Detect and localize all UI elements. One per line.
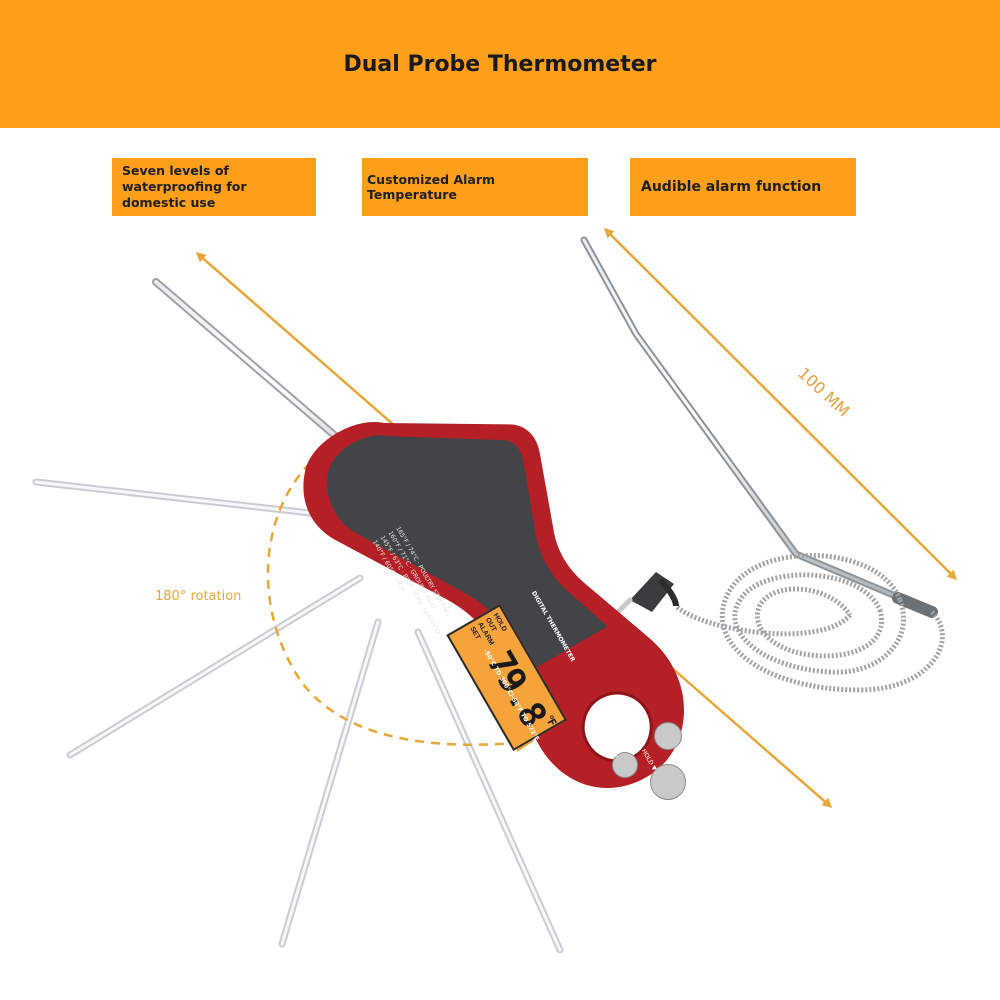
feature-alarm-temperature-label: Customized Alarm Temperature: [367, 172, 496, 202]
lcd-modes: HOLD OUT ALARM SET: [467, 612, 511, 652]
feature-audible-alarm-label: Audible alarm function: [641, 179, 822, 195]
feature-alarm-temperature: Customized Alarm Temperature: [362, 158, 588, 216]
title-banner: Dual Probe Thermometer: [0, 0, 1000, 128]
thermometer-body: [303, 421, 684, 789]
probe-dimension-arrow: [603, 227, 958, 581]
feature-audible-alarm: Audible alarm function: [630, 158, 856, 216]
cal-up-button[interactable]: [654, 722, 682, 750]
probe-handle: [892, 592, 938, 618]
probe-length-label: 100 MM: [794, 363, 853, 420]
feature-waterproof-label: Seven levels of waterproofing for domest…: [122, 163, 247, 210]
display-panel: [327, 435, 608, 676]
page-title: Dual Probe Thermometer: [343, 51, 657, 77]
alarm-set-button[interactable]: [612, 752, 638, 778]
braided-cable: [674, 553, 945, 693]
feature-waterproof: Seven levels of waterproofing for domest…: [112, 158, 316, 216]
rotation-label: 180° rotation: [155, 589, 241, 604]
hold-down-button[interactable]: [650, 764, 686, 800]
audio-jack: [615, 572, 679, 615]
external-probe: [580, 236, 938, 618]
